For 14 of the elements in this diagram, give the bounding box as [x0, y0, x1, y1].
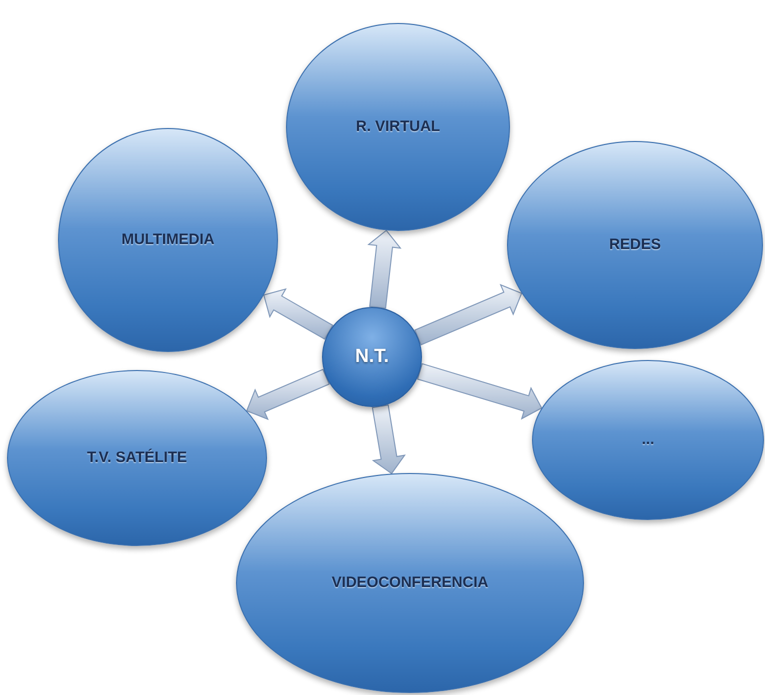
block-arrow	[416, 363, 542, 420]
node-label: T.V. SATÉLITE	[86, 448, 188, 468]
node-label: R. VIRTUAL	[356, 116, 440, 137]
block-arrow	[372, 404, 406, 474]
node-label: N.T.	[355, 344, 389, 369]
block-arrow	[263, 288, 334, 340]
block-arrow	[367, 230, 402, 309]
center-circle	[322, 307, 422, 407]
node-label: REDES	[609, 234, 661, 255]
node-label: MULTIMEDIA	[121, 230, 215, 250]
node-label: ...	[642, 430, 654, 450]
block-arrow	[414, 284, 522, 346]
node-label: VIDEOCONFERENCIA	[332, 572, 488, 593]
block-arrow	[246, 368, 330, 420]
